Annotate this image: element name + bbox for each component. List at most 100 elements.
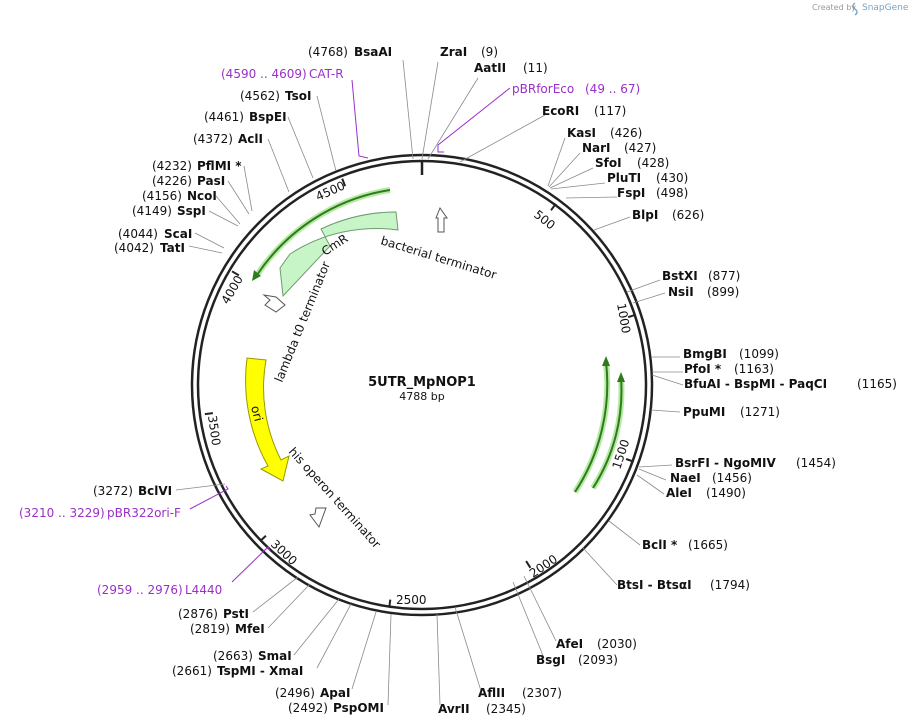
site-name[interactable]: BstXI [662,269,698,283]
site-number: (2492) [288,701,328,715]
site-number: (4562) [240,89,280,103]
primer-name[interactable]: CAT-R [309,67,344,81]
credit-brand[interactable]: SnapGene [862,3,909,13]
site-name[interactable]: NcoI [187,189,217,203]
site-name[interactable]: PflMI * [197,159,242,173]
site-name[interactable]: ScaI [164,227,192,241]
primer-name[interactable]: L4440 [185,583,222,597]
site-number: (428) [637,156,669,170]
site-leader-lines [175,59,684,706]
site-number: (427) [624,141,656,155]
feature-label-his-operon-terminator: his operon terminator [286,445,384,551]
primer-range: (3210 .. 3229) [19,506,105,520]
snapgene-logo-icon [852,2,858,16]
site-name[interactable]: NsiI [668,285,694,299]
site-name[interactable]: TspMI - XmaI [217,664,303,678]
primer-leader-lines [189,79,511,583]
primer-name[interactable]: pBRforEco [512,82,574,96]
site-number: (4226) [152,174,192,188]
primer-range: (49 .. 67) [585,82,640,96]
site-name[interactable]: PspOMI [333,701,384,715]
backbone-outer [190,153,654,617]
terminator-icon [262,294,286,313]
tick-label-4500: 4500 [314,179,348,204]
tick-label-4000: 4000 [218,273,245,306]
site-name[interactable]: BtsI - BtsαI [617,578,692,592]
tick-label-500: 500 [531,207,558,232]
site-name[interactable]: AvrII [438,702,470,716]
site-name[interactable]: BfuAI - BspMI - PaqCI [684,377,827,391]
site-name[interactable]: BsaAI [354,45,392,59]
site-number: (2307) [522,686,562,700]
site-number: (1794) [710,578,750,592]
site-number: (4461) [204,110,244,124]
site-name[interactable]: PstI [223,607,249,621]
site-labels-left: (4768) BsaAI (2492) PspOMI (2496) ApaI (… [93,45,392,715]
site-name[interactable]: ApaI [320,686,350,700]
site-name[interactable]: NarI [582,141,611,155]
site-number: (4042) [114,241,154,255]
site-name[interactable]: BlpI [632,208,658,222]
site-number: (4232) [152,159,192,173]
terminator-icon [309,507,327,529]
site-name[interactable]: TsoI [285,89,311,103]
site-number: (2876) [178,607,218,621]
site-number: (899) [707,285,739,299]
terminator-icon [435,206,448,233]
tick-label-2000: 2000 [527,552,560,581]
site-number: (2661) [172,664,212,678]
site-number: (1454) [796,456,836,470]
site-number: (1456) [712,471,752,485]
site-number: (9) [481,45,498,59]
primer-labels: (4590 .. 4609) CAT-R pBRforEco (49 .. 67… [19,67,640,597]
site-number: (1665) [688,538,728,552]
primer-bind-right-1-line [574,361,609,493]
site-name[interactable]: AflII [478,686,505,700]
site-name[interactable]: AatII [474,61,506,75]
site-number: (4044) [118,227,158,241]
site-number: (626) [672,208,704,222]
site-name[interactable]: PasI [197,174,225,188]
site-number: (1165) [857,377,897,391]
feature-ori[interactable] [245,357,290,482]
site-name[interactable]: NaeI [670,471,701,485]
feature-cmr[interactable] [279,211,399,298]
site-number: (4149) [132,204,172,218]
site-number: (2093) [578,653,618,667]
arrowhead-icon [602,356,610,366]
feature-label-bacterial-terminator: bacterial terminator [379,233,498,282]
site-number: (3272) [93,484,133,498]
site-number: (498) [656,186,688,200]
site-name[interactable]: AclI [238,132,263,146]
site-name[interactable]: BsgI [536,653,565,667]
site-name[interactable]: BmgBI [683,347,727,361]
site-name[interactable]: BclI * [642,538,678,552]
site-number: (2496) [275,686,315,700]
site-name[interactable]: MfeI [235,622,265,636]
site-name[interactable]: PfoI * [684,362,722,376]
site-name[interactable]: BsrFI - NgoMIV [675,456,776,470]
tick-marks [204,178,637,608]
primer-name[interactable]: pBR322ori-F [107,506,181,520]
site-name[interactable]: BclVI [138,484,172,498]
site-name[interactable]: SfoI [595,156,622,170]
site-name[interactable]: AleI [666,486,692,500]
site-name[interactable]: TatI [160,241,185,255]
site-name[interactable]: AfeI [556,637,583,651]
site-number: (4768) [308,45,348,59]
primer-range: (4590 .. 4609) [221,67,307,81]
site-number: (1271) [740,405,780,419]
site-name[interactable]: PpuMI [683,405,725,419]
site-name[interactable]: PluTI [607,171,641,185]
site-name[interactable]: SspI [177,204,206,218]
site-name[interactable]: BspEI [249,110,287,124]
site-name[interactable]: ZraI [440,45,467,59]
site-name[interactable]: SmaI [258,649,292,663]
plasmid-length: 4788 bp [399,390,444,403]
site-number: (877) [708,269,740,283]
site-name[interactable]: KasI [567,126,596,140]
site-name[interactable]: EcoRI [542,104,579,118]
site-name[interactable]: FspI [617,186,645,200]
site-number: (117) [594,104,626,118]
